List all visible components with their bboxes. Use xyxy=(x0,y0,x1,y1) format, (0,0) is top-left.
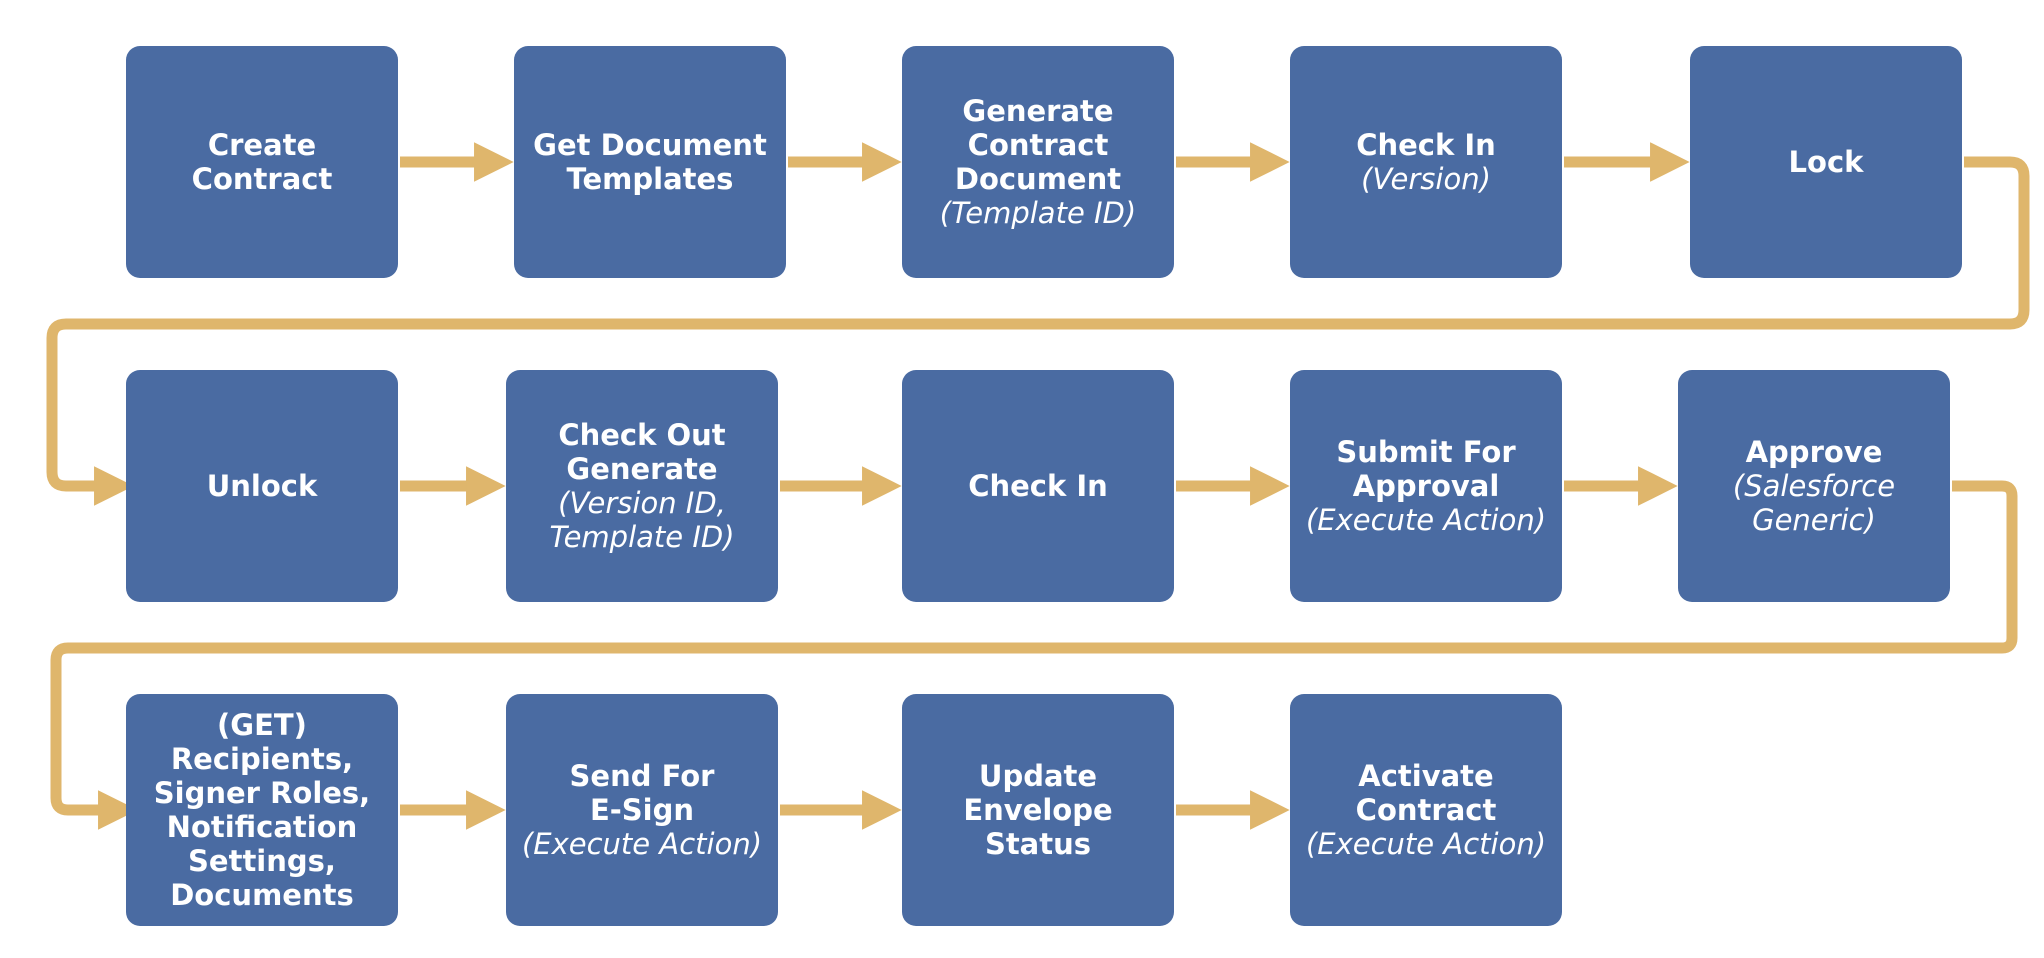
step-title: Check Out Generate xyxy=(558,418,726,486)
step-subtitle: (Execute Action) xyxy=(1305,503,1547,537)
step-title: Create Contract xyxy=(191,128,333,196)
step-subtitle: (Version) xyxy=(1361,162,1491,196)
step-title: Check In xyxy=(968,469,1108,503)
step-lock: Lock xyxy=(1690,46,1962,278)
step-unlock: Unlock xyxy=(126,370,398,602)
step-subtitle: (Template ID) xyxy=(939,196,1137,230)
step-title: Submit For Approval xyxy=(1336,435,1516,503)
step-title: Update Envelope Status xyxy=(963,759,1113,861)
step-title: Unlock xyxy=(206,469,318,503)
step-update-envelope-status: Update Envelope Status xyxy=(902,694,1174,926)
step-title: Lock xyxy=(1788,145,1864,179)
step-title: Send For E-Sign xyxy=(569,759,715,827)
step-activate-contract: Activate Contract (Execute Action) xyxy=(1290,694,1562,926)
step-get-document-templates: Get Document Templates xyxy=(514,46,786,278)
step-check-out-generate: Check Out Generate (Version ID, Template… xyxy=(506,370,778,602)
arrow-approve-to-get xyxy=(50,480,2018,830)
step-send-for-e-sign: Send For E-Sign (Execute Action) xyxy=(506,694,778,926)
step-create-contract: Create Contract xyxy=(126,46,398,278)
step-check-in-version: Check In (Version) xyxy=(1290,46,1562,278)
step-get-recipients: (GET) Recipients, Signer Roles, Notifica… xyxy=(126,694,398,926)
step-subtitle: (Execute Action) xyxy=(1305,827,1547,861)
step-title: (GET) Recipients, Signer Roles, Notifica… xyxy=(153,708,371,912)
step-subtitle: (Execute Action) xyxy=(521,827,763,861)
step-title: Get Document Templates xyxy=(533,128,767,196)
step-title: Check In xyxy=(1356,128,1496,162)
step-check-in: Check In xyxy=(902,370,1174,602)
step-generate-contract-document: Generate Contract Document (Template ID) xyxy=(902,46,1174,278)
step-title: Generate Contract Document xyxy=(954,94,1122,196)
step-approve: Approve (Salesforce Generic) xyxy=(1678,370,1950,602)
step-submit-for-approval: Submit For Approval (Execute Action) xyxy=(1290,370,1562,602)
step-title: Approve xyxy=(1745,435,1883,469)
step-title: Activate Contract xyxy=(1355,759,1497,827)
arrow-lock-to-unlock xyxy=(46,156,2030,506)
step-subtitle: (Version ID, Template ID) xyxy=(549,486,735,554)
step-subtitle: (Salesforce Generic) xyxy=(1732,469,1896,537)
